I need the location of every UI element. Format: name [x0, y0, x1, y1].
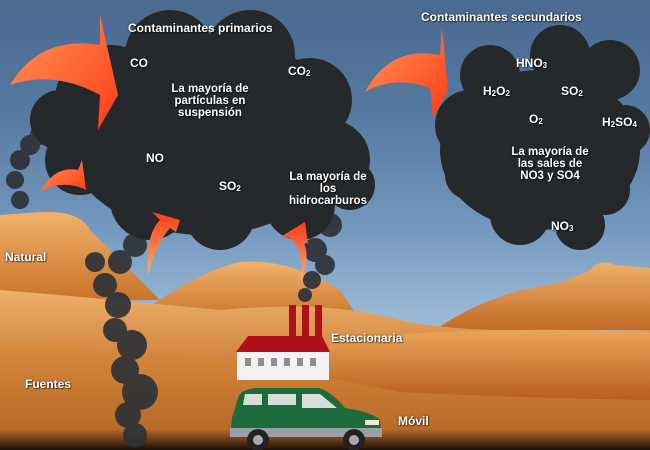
- pollutant-h2o2: H2O2: [483, 84, 510, 98]
- pollutant-h2so4: H2SO4: [602, 115, 637, 129]
- secondary-pollutants-title: Contaminantes secundarios: [421, 10, 582, 24]
- pollutant-co2: CO2: [288, 64, 311, 78]
- pollutant-hno3: HNO3: [516, 56, 548, 70]
- note-suspended-particles: La mayoría de partículas en suspensión: [171, 83, 249, 120]
- pollutant-no: NO: [146, 151, 164, 165]
- pollutant-co: CO: [130, 56, 148, 70]
- pollutant-o2: O2: [529, 112, 543, 126]
- car-illustration: [230, 388, 382, 450]
- primary-pollutants-title: Contaminantes primarios: [128, 21, 273, 35]
- factory-illustration: [236, 305, 330, 380]
- sources-heading: Fuentes: [25, 377, 72, 391]
- note-hydrocarbons: La mayoría de los hidrocarburos: [289, 171, 367, 208]
- pollutant-so2-secondary: SO2: [561, 84, 583, 98]
- source-mobile-label: Móvil: [398, 414, 429, 428]
- note-salts: La mayoría de las sales de NO3 y SO4: [511, 146, 589, 183]
- pollutant-so2-primary: SO2: [219, 179, 241, 193]
- source-natural-label: Natural: [5, 250, 47, 264]
- source-stationary-label: Estacionaria: [331, 331, 403, 345]
- pollutant-no3: NO3: [551, 219, 574, 233]
